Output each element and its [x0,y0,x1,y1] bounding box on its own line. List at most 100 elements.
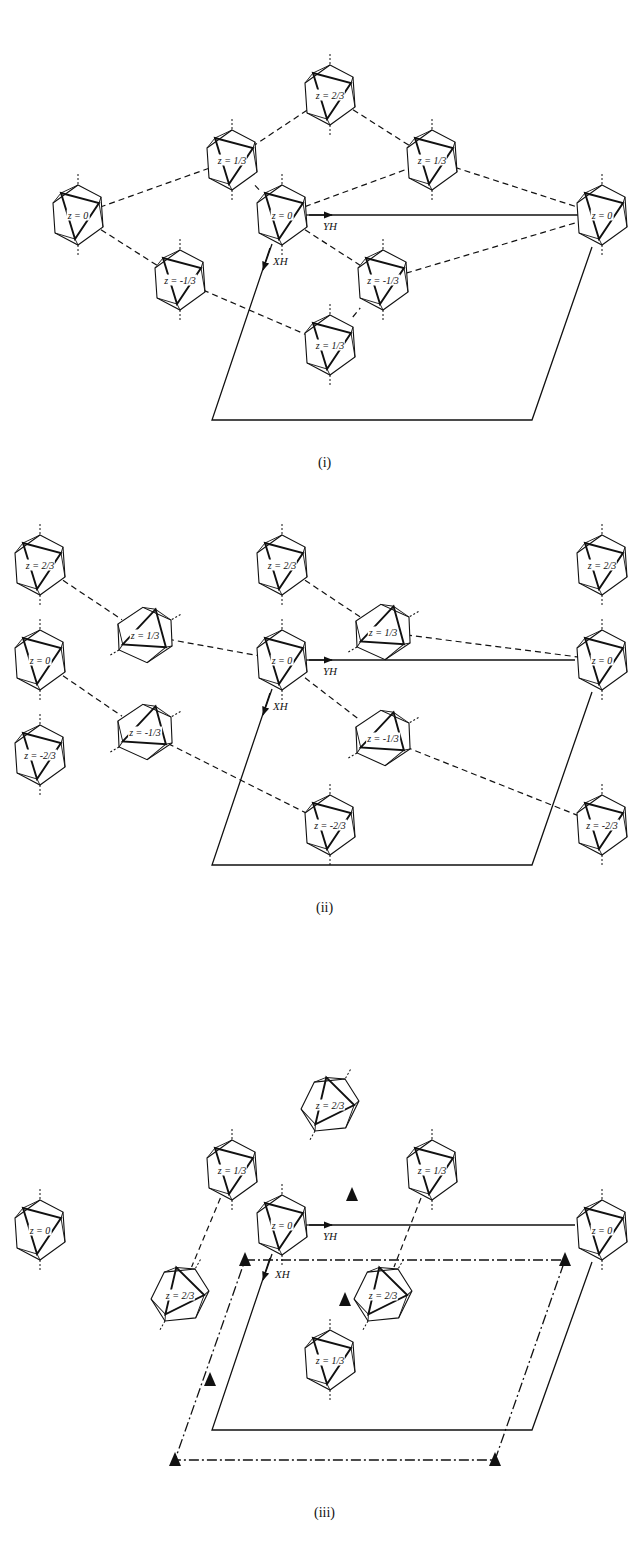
dashed-link [305,678,360,720]
dashed-link-line [192,1198,221,1267]
z-height-label: z = -1/3 [163,275,197,286]
octahedron-node: z = 2/3 [153,1263,207,1327]
z-height-label: z = -2/3 [313,820,347,831]
octahedron-node: z = 1/3 [303,313,357,377]
z-height-label: z = 2/3 [315,1100,345,1111]
dashed-link-line [406,222,579,273]
axis-label: XH [272,255,289,267]
dashed-link-line [255,185,259,189]
axis-label: XH [274,1268,291,1280]
z-height-label: z = 2/3 [25,560,55,571]
dashed-link [305,580,360,616]
dashed-link [255,110,307,144]
dashed-link-line [406,747,579,816]
z-height-label: z = 1/3 [417,1165,447,1176]
z-height-label: z = 0 [29,655,52,666]
z-height-label: z = -2/3 [23,750,57,761]
z-height-label: z = 1/3 [315,1355,345,1366]
panel-label: (ii) [316,900,333,916]
axis-label: YH [322,220,338,232]
dashed-link [455,167,579,207]
octahedron-node: z = -1/3 [356,706,410,770]
dashed-link [406,747,579,816]
dashed-link [63,580,122,619]
z-height-label: z = 1/3 [368,627,398,638]
octahedron-node: z = 0 [575,1198,629,1262]
dashed-link [305,168,409,206]
dashed-link-line [406,635,579,657]
dashed-link [168,744,307,814]
octahedron-node: z = 0 [255,1193,309,1257]
z-height-label: z = 0 [29,1225,52,1236]
dashed-link [168,639,259,656]
dashed-link [353,110,409,146]
dashed-link-line [168,639,259,656]
dashed-link [101,230,157,266]
dashed-link-line [305,678,360,720]
octahedron-node: z = 2/3 [303,63,357,127]
z-height-label: z = 0 [591,655,614,666]
octahedron-node: z = 0 [255,183,309,247]
dashed-link-line [63,676,122,716]
dashed-link [192,1198,221,1267]
dashed-link [203,290,307,335]
dashed-link [305,230,360,265]
z-height-label: z = 2/3 [315,90,345,101]
dashed-link [101,168,209,207]
octahedron-node: z = 2/3 [303,1073,357,1137]
octahedron-node: z = 1/3 [405,128,459,192]
axis-label: YH [322,1230,338,1242]
z-height-label: z = 0 [591,210,614,221]
z-height-label: z = 0 [271,1220,294,1231]
z-height-label: z = 1/3 [217,155,247,166]
z-height-label: z = 2/3 [368,1290,398,1301]
octahedron-node: z = 1/3 [356,600,410,664]
z-height-label: z = 1/3 [315,340,345,351]
z-height-label: z = 0 [67,210,90,221]
panel-label: (i) [318,455,331,471]
z-height-label: z = 1/3 [217,1165,247,1176]
dashed-link-line [353,110,409,146]
dashed-link-line [101,168,209,207]
dashed-link-line [353,308,360,317]
octahedron-node: z = 0 [13,628,67,692]
octahedron-node: z = 2/3 [356,1263,410,1327]
octahedron-node: z = 1/3 [205,128,259,192]
z-height-label: z = 2/3 [267,560,297,571]
z-height-label: z = 0 [591,1225,614,1236]
z-height-label: z = -1/3 [366,275,400,286]
z-height-label: z = -1/3 [128,727,162,738]
octahedron-node: z = -2/3 [303,793,357,857]
octahedron-node: z = 0 [13,1198,67,1262]
octahedron-node: z = 2/3 [255,533,309,597]
octahedron-node: z = 1/3 [205,1138,259,1202]
panel-label: (iii) [314,1505,335,1521]
z-height-label: z = 1/3 [417,155,447,166]
dashed-link-line [305,230,360,265]
dashed-link-line [203,290,307,335]
octahedron-node: z = -2/3 [13,723,67,787]
dashed-link-line [255,110,307,144]
octahedron-node: z = 0 [255,628,309,692]
z-height-label: z = 1/3 [130,630,160,641]
dashed-link-line [168,744,307,814]
dashed-link [63,676,122,716]
octahedron-node: z = 2/3 [575,533,629,597]
octahedron-node: z = 1/3 [118,603,172,667]
z-height-label: z = 0 [271,210,294,221]
octahedron-node: z = -1/3 [356,248,410,312]
z-height-label: z = -2/3 [585,820,619,831]
axis-label: XH [272,700,289,712]
octahedron-node: z = 2/3 [13,533,67,597]
octahedron-node: z = 1/3 [405,1138,459,1202]
dashed-link [406,222,579,273]
octahedron-node: z = 0 [575,183,629,247]
dashed-link-line [101,230,157,266]
dashed-link-line [455,167,579,207]
dashed-link-line [305,580,360,616]
dashed-link [353,308,360,317]
dashed-link [406,635,579,657]
octahedron-node: z = 0 [575,628,629,692]
